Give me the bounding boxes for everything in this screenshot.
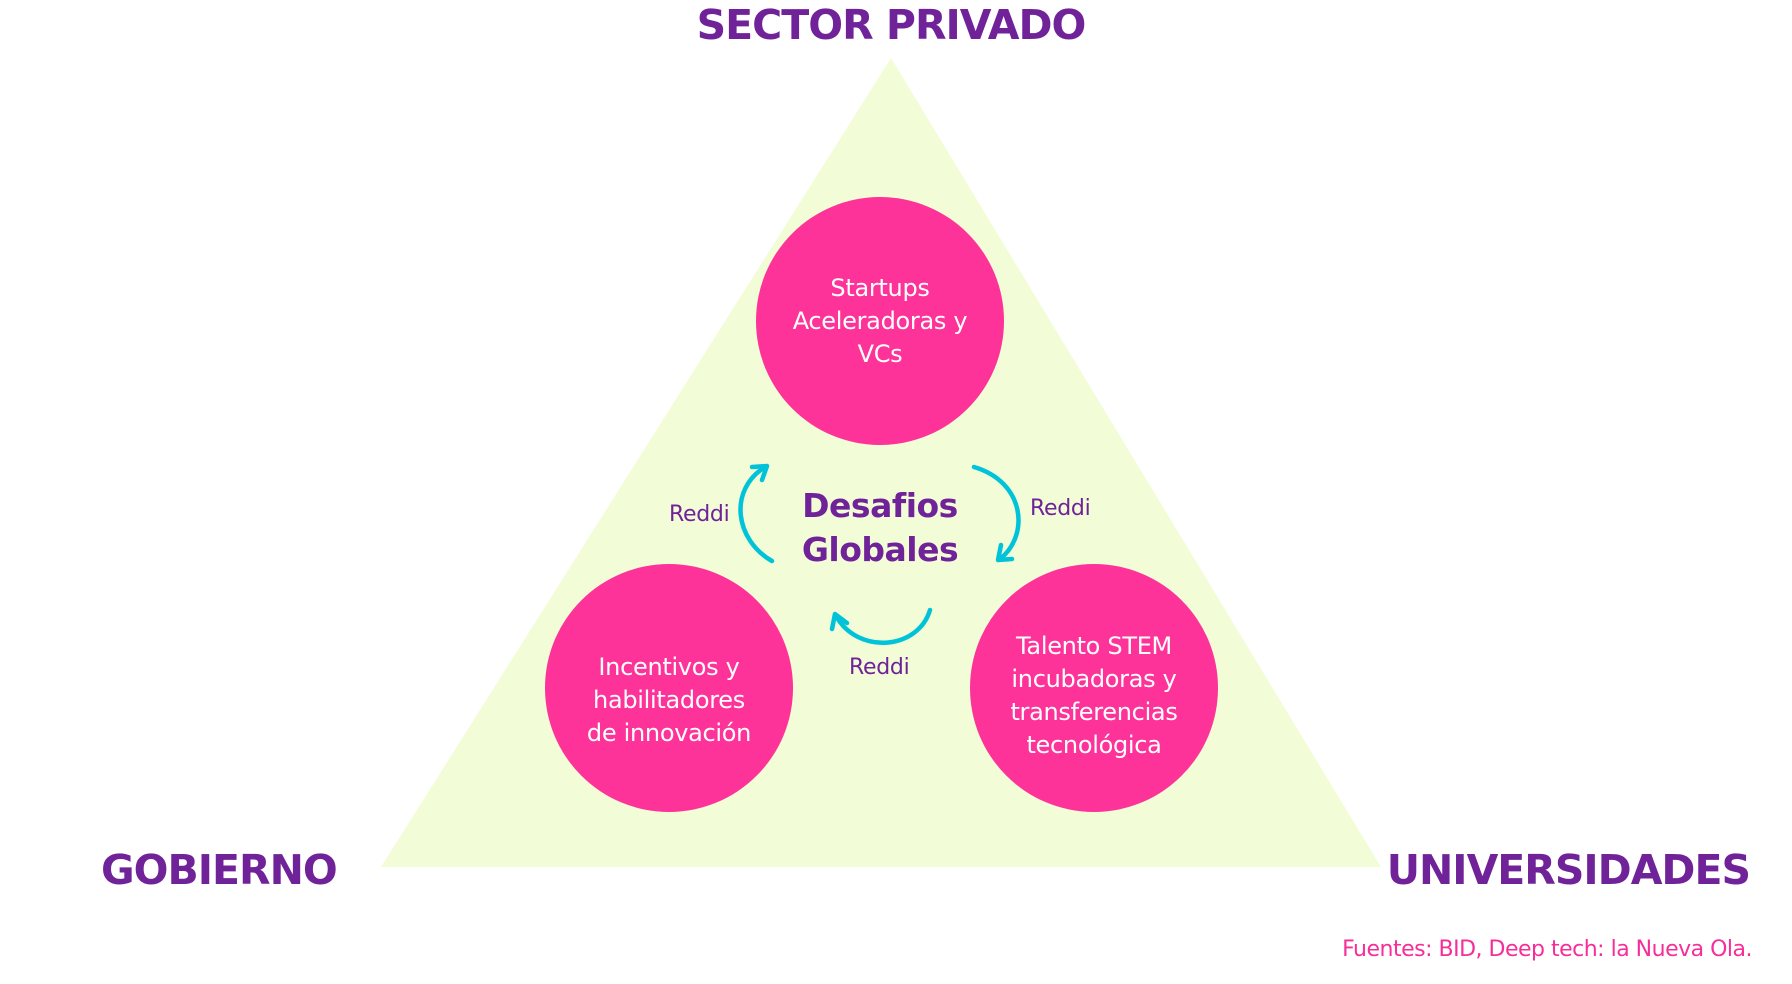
curved-arrow-down-icon (971, 464, 1021, 563)
center-title-line: Desafios (802, 486, 958, 525)
circle-gobierno (545, 564, 793, 812)
circle-text-line: Startups (830, 274, 930, 302)
circle-text-line: Talento STEM (1016, 632, 1172, 660)
circle-text-line: tecnológica (1026, 731, 1162, 759)
circle-text-line: Incentivos y (598, 653, 740, 681)
circle-text-line: habilitadores (593, 686, 745, 714)
circle-text-line: transferencias (1010, 698, 1178, 726)
label-sector-privado: SECTOR PRIVADO (696, 1, 1087, 49)
curved-arrow-left-icon (829, 607, 933, 646)
circle-universidades (970, 564, 1218, 812)
arrow-label-right: Reddi (1030, 496, 1091, 521)
circle-text-line: de innovación (586, 719, 752, 747)
source-note: Fuentes: BID, Deep tech: la Nueva Ola. (1342, 937, 1752, 962)
label-gobierno: GOBIERNO (101, 846, 338, 894)
arrow-label-bottom: Reddi (849, 655, 910, 680)
circle-text-line: VCs (857, 340, 903, 368)
circle-text-sector-privado: Startups Aceleradoras y VCs (765, 272, 995, 371)
circle-sector-privado (756, 197, 1004, 445)
curved-arrow-up-icon (738, 463, 775, 564)
ecosystem-triangle (381, 58, 1381, 867)
circle-text-line: Aceleradoras y (792, 307, 968, 335)
circle-text-universidades: Talento STEM incubadoras y transferencia… (979, 630, 1209, 762)
center-title: Desafios Globales (780, 484, 980, 572)
circle-text-gobierno: Incentivos y habilitadores de innovación (554, 651, 784, 750)
arrow-label-left: Reddi (669, 502, 730, 527)
label-universidades: UNIVERSIDADES (1386, 846, 1751, 894)
center-title-line: Globales (801, 530, 959, 569)
circle-text-line: incubadoras y (1011, 665, 1177, 693)
